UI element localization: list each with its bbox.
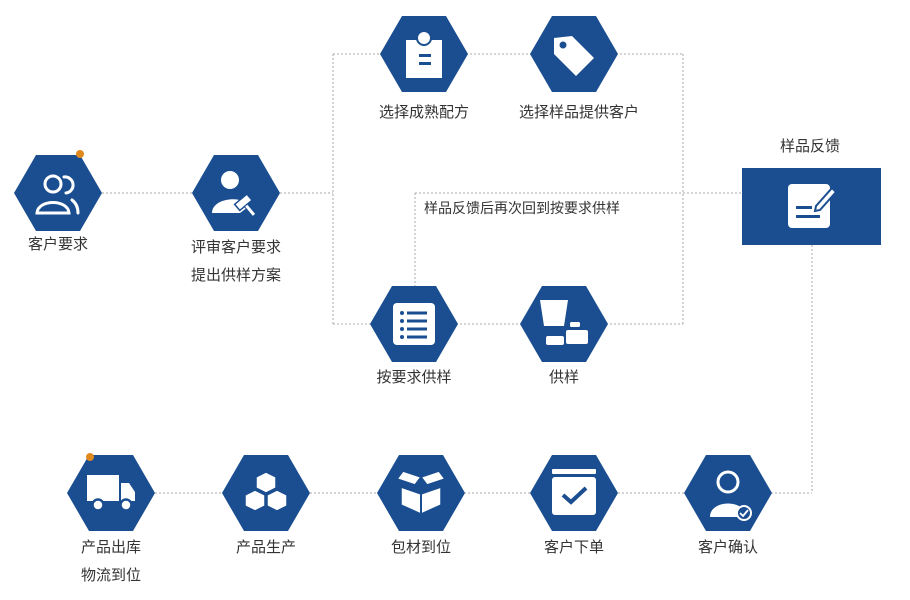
confirm-label: 客户确认 [697, 538, 758, 556]
per-requirement-label: 按要求供样 [376, 368, 452, 386]
confirm-node [684, 455, 772, 531]
order-node [530, 455, 618, 531]
check-box-icon [530, 455, 618, 531]
mature-formula-label: 选择成熟配方 [378, 103, 469, 121]
badge-icon [380, 16, 468, 92]
sample-product-node [530, 16, 618, 92]
boxes-icon [222, 455, 310, 531]
truck-icon [67, 455, 155, 531]
shipping-node [67, 455, 155, 531]
cup-icon [520, 286, 608, 362]
packaging-node [377, 455, 465, 531]
supply-sample-node [520, 286, 608, 362]
list-icon [370, 286, 458, 362]
production-label: 产品生产 [235, 538, 296, 556]
sample-feedback-label: 样品反馈 [779, 137, 840, 155]
customer-request-node [14, 155, 102, 231]
packaging-label: 包材到位 [390, 538, 451, 556]
sample-feedback-panel [742, 168, 881, 245]
edit-icon [788, 184, 838, 228]
shipping-label-line1: 产品出库 [80, 538, 141, 556]
production-node [222, 455, 310, 531]
highlight-dot [76, 150, 84, 158]
review-label-line1: 评审客户要求 [190, 238, 281, 256]
supply-sample-label: 供样 [548, 368, 579, 386]
user-check-icon [684, 455, 772, 531]
customer-request-label: 客户要求 [27, 235, 88, 253]
mature-formula-node [380, 16, 468, 92]
sample-product-label: 选择样品提供客户 [518, 103, 639, 121]
users-icon [14, 155, 102, 231]
order-label: 客户下单 [543, 538, 604, 556]
feedback-note: 样品反馈后再次回到按要求供样 [424, 201, 620, 217]
user-gavel-icon [192, 155, 280, 231]
review-node [192, 155, 280, 231]
highlight-dot [86, 453, 94, 461]
tag-icon [530, 16, 618, 92]
shipping-label-line2: 物流到位 [80, 566, 141, 584]
per-requirement-node [370, 286, 458, 362]
review-label-line2: 提出供样方案 [190, 266, 281, 284]
open-box-icon [377, 455, 465, 531]
